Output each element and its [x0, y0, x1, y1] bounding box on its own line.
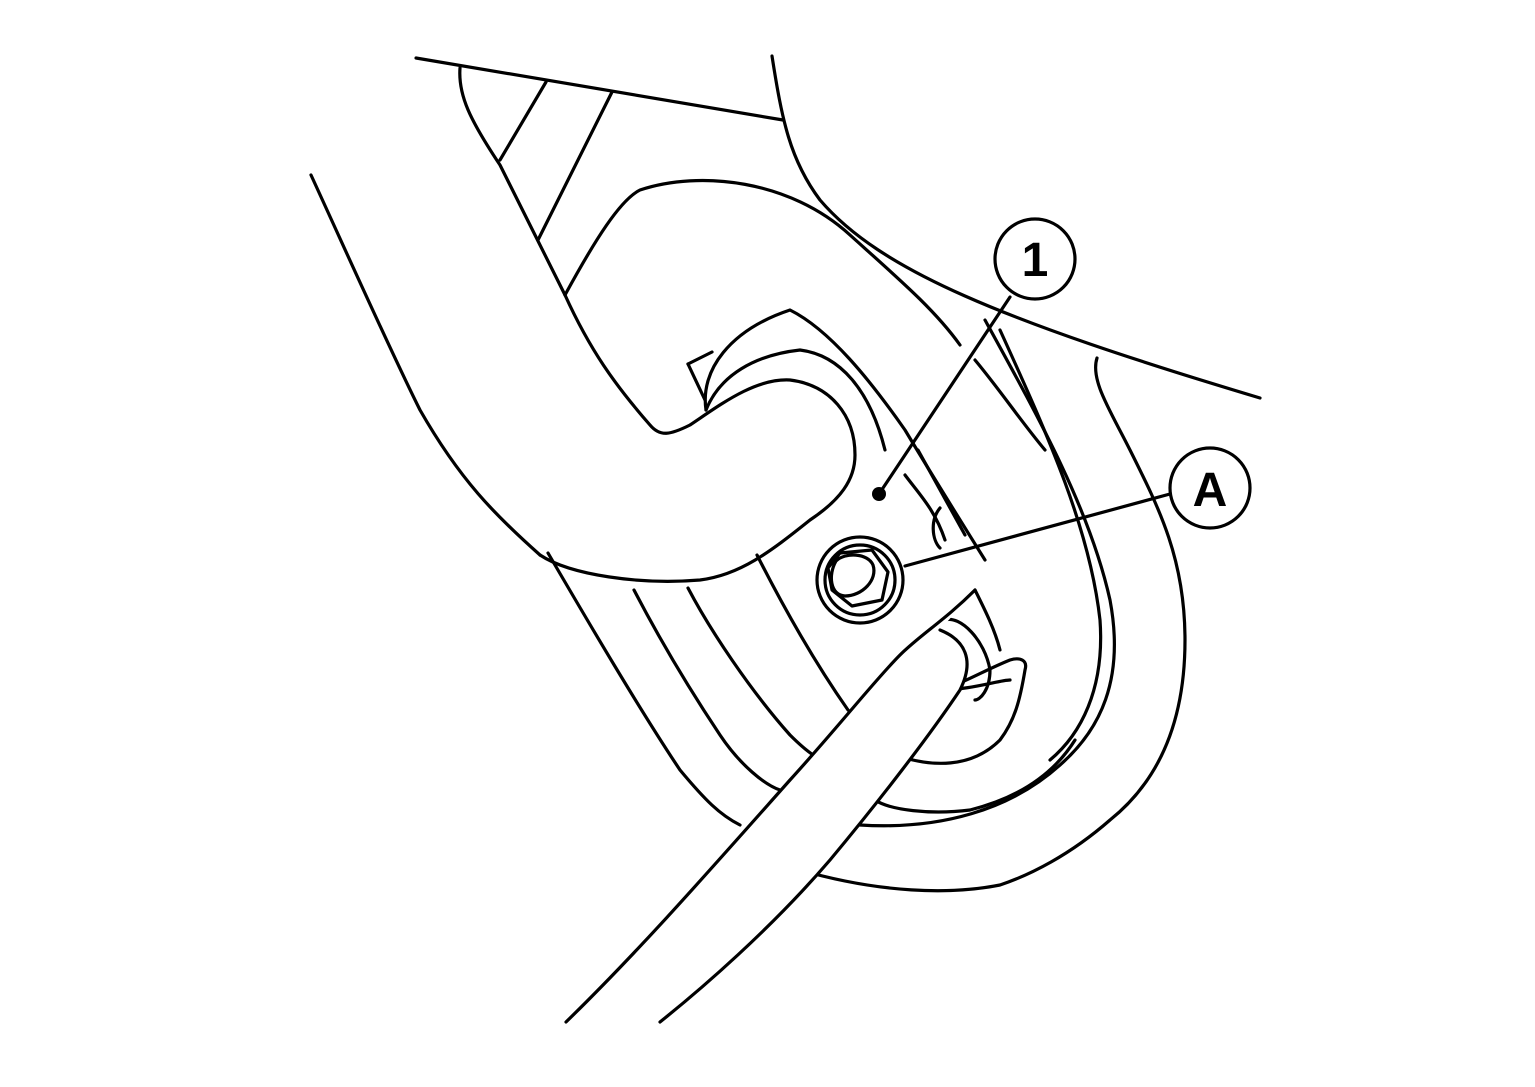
- muffler-outer: [798, 318, 1187, 893]
- callout-circle-1: [993, 217, 1077, 301]
- callout-label-a: A: [1193, 464, 1228, 517]
- callout-point-a: A: [1168, 446, 1252, 530]
- leader-line-1: [877, 295, 1012, 496]
- left-body-edge: [309, 173, 542, 557]
- foreground-diagonal-pipe: [564, 588, 977, 1024]
- callout-label-1: 1: [1022, 234, 1049, 287]
- bracket-hanger: [538, 178, 962, 583]
- callout-circle-a: [1168, 446, 1252, 530]
- callout-part-1: 1: [993, 217, 1077, 301]
- leader-line-a: [903, 492, 1172, 568]
- leader-lines: [872, 295, 1172, 568]
- rubber-insulator: [686, 308, 987, 562]
- flange-bolt: [815, 535, 905, 625]
- leader-dot-1: [872, 487, 886, 501]
- upper-body-panel: [414, 54, 1262, 400]
